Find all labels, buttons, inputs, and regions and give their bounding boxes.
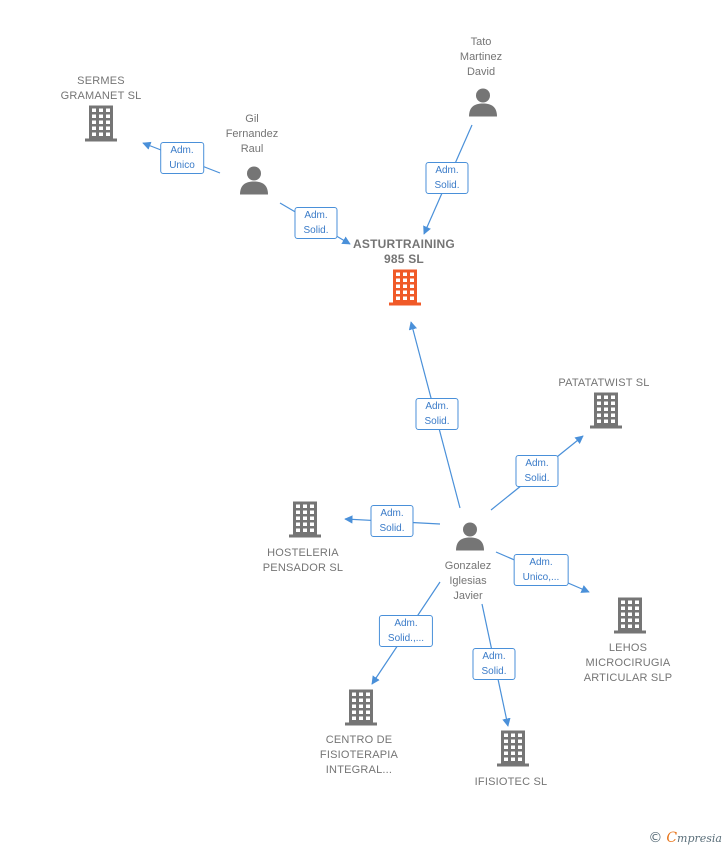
edges-layer [142, 124, 590, 727]
edge-label-tato-to-asturtraining[interactable]: Adm. Solid. [425, 162, 469, 194]
gonzalez-person-icon[interactable] [455, 521, 485, 556]
edge-label-gil-to-asturtraining[interactable]: Adm. Solid. [294, 207, 338, 239]
copyright-symbol: © [648, 830, 663, 846]
hosteleria-label[interactable]: HOSTELERIA PENSADOR SL [262, 547, 344, 574]
patatatwist-label[interactable]: PATATATWIST SL [558, 377, 650, 389]
edge-label-gonzalez-to-patatatwist[interactable]: Adm. Solid. [515, 455, 559, 487]
gil-label[interactable]: Gil Fernandez Raul [225, 113, 279, 155]
asturtraining-label[interactable]: ASTURTRAINING 985 SL [353, 237, 455, 266]
edge-label-gil-to-sermes[interactable]: Adm. Unico [160, 142, 204, 174]
tato-person-icon[interactable] [468, 87, 498, 122]
gonzalez-label[interactable]: Gonzalez Iglesias Javier [444, 560, 492, 602]
edge-label-gonzalez-to-centro[interactable]: Adm. Solid.,... [378, 615, 434, 647]
centro-label[interactable]: CENTRO DE FISIOTERAPIA INTEGRAL... [319, 734, 399, 776]
patatatwist-building-icon[interactable] [590, 392, 622, 434]
centro-building-icon[interactable] [345, 689, 377, 731]
brand-logo-letter: C [666, 830, 678, 846]
tato-label[interactable]: Tato Martinez David [459, 36, 503, 78]
empresia-brand[interactable]: ©Cmpresia [648, 830, 722, 846]
sermes-label[interactable]: SERMES GRAMANET SL [60, 75, 142, 102]
edge-label-gonzalez-to-lehos[interactable]: Adm. Unico,... [513, 554, 569, 586]
lehos-label[interactable]: LEHOS MICROCIRUGIA ARTICULAR SLP [583, 642, 673, 684]
edge-label-gonzalez-to-ifisiotec[interactable]: Adm. Solid. [472, 648, 516, 680]
hosteleria-building-icon[interactable] [289, 501, 321, 543]
edge-label-gonzalez-to-asturtraining[interactable]: Adm. Solid. [415, 398, 459, 430]
ifisiotec-label[interactable]: IFISIOTEC SL [474, 776, 548, 788]
brand-name: mpresia [677, 832, 722, 845]
ifisiotec-building-icon[interactable] [497, 730, 529, 772]
sermes-building-icon[interactable] [85, 105, 117, 147]
gil-person-icon[interactable] [239, 165, 269, 200]
edge-label-gonzalez-to-hosteleria[interactable]: Adm. Solid. [370, 505, 414, 537]
lehos-building-icon[interactable] [614, 597, 646, 639]
asturtraining-building-icon[interactable] [389, 269, 421, 311]
